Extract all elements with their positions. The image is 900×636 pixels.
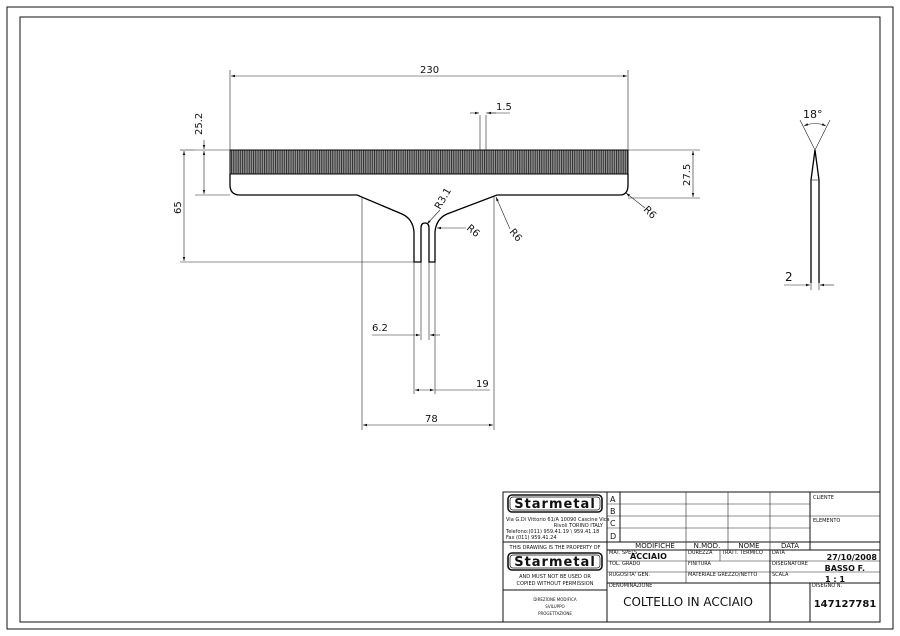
dim-total-height: 65 <box>173 149 414 263</box>
dim-label-total-height: 65 <box>173 201 184 214</box>
label-scale: SCALA <box>772 572 789 578</box>
address-line-3: Telefono:(011) 959.41.19 \ 959.41.18 <box>505 529 599 535</box>
value-material: ACCIAIO <box>630 552 667 561</box>
value-date: 27/10/2008 <box>827 553 878 562</box>
label-elements: ELEMENTO <box>813 518 840 524</box>
dim-label-tooth-pitch: 1.5 <box>496 102 512 113</box>
blade-outline <box>229 174 629 263</box>
label-finish: FINITURA <box>688 561 712 567</box>
company-logo-bottom: Starmetal <box>507 552 603 571</box>
dim-label-base-width: 78 <box>425 414 438 425</box>
title-block: Starmetal Via G.Di Vittorio 61/A 10090 C… <box>502 491 881 623</box>
label-client: CLIENTE <box>813 495 834 501</box>
address-line-2: Rivoli TORINO ITALY <box>554 523 604 529</box>
rev-letter-c: C <box>610 519 616 528</box>
header-data: DATA <box>781 542 799 550</box>
dim-label-teeth-height: 25.2 <box>194 113 205 135</box>
label-date: DATA <box>772 550 785 556</box>
svg-text:Starmetal: Starmetal <box>514 497 596 512</box>
label-drawing-no: DISEGNO N. <box>812 583 843 589</box>
dim-teeth-height: 25.2 <box>194 113 230 196</box>
rev-letter-d: D <box>610 532 616 541</box>
dim-base-width: 78 <box>361 197 495 430</box>
label-radius-right: R6 <box>507 227 524 244</box>
dim-tooth-pitch: 1.5 <box>470 102 512 150</box>
outer-border <box>6 6 894 630</box>
header-nmod: N.MOD. <box>694 542 721 550</box>
permission-notice-1: AND MUST NOT BE USED OR <box>519 574 591 580</box>
department-2: SVILUPPO <box>545 604 564 609</box>
label-hardening: DUREZZA <box>688 550 713 556</box>
part-name: COLTELLO IN ACCIAIO <box>623 595 753 609</box>
label-tolerance: TOL. GRADO <box>608 561 640 567</box>
dim-label-overall-width: 230 <box>420 65 439 76</box>
inner-border <box>19 16 881 623</box>
dim-label-tang-width: 19 <box>476 379 489 390</box>
label-treatment: TRATT. TERMICO <box>721 550 763 556</box>
dim-slot-width: 6.2 <box>372 262 440 340</box>
company-logo-top: Starmetal <box>507 494 603 513</box>
address-line-1: Via G.Di Vittorio 61/A 10090 Cascine Vic… <box>506 517 610 523</box>
label-draftsman: DISEGNATORE <box>772 561 808 567</box>
value-scale: 1 : 1 <box>825 575 845 584</box>
label-radius-left: R6 <box>464 223 481 240</box>
permission-notice-2: COPIED WITHOUT PERMISSION <box>517 581 594 587</box>
label-material: MAT. SPELS <box>609 550 637 556</box>
svg-text:Starmetal: Starmetal <box>514 555 596 570</box>
knife-front-view <box>229 149 629 263</box>
dim-overall-width: 230 <box>229 65 629 150</box>
header-modifiche: MODIFICHE <box>635 542 675 550</box>
address-line-4: Fax (011) 959.41.24 <box>506 535 557 541</box>
teeth-band <box>229 149 629 175</box>
department-3: PROGETTAZIONE <box>538 611 572 616</box>
dim-label-blade-height: 27.5 <box>682 164 693 186</box>
label-bevel-angle: 18° <box>803 108 823 121</box>
department-1: DIREZIONE MODIFICA <box>533 597 577 602</box>
drawing-number: 147127781 <box>814 599 877 610</box>
dim-tang-width: 19 <box>413 262 490 394</box>
dim-blade-height: 27.5 <box>628 149 700 199</box>
header-nome: NOME <box>738 542 759 550</box>
rev-letter-b: B <box>610 507 616 516</box>
value-draftsman: BASSO F. <box>825 564 865 573</box>
label-designation: DENOMINAZIONE <box>609 583 652 589</box>
side-profile <box>810 149 820 283</box>
knife-side-view: 18° 2 <box>784 108 834 290</box>
label-material-supplied: MATERIALE GREZZO/NETTO <box>688 572 757 578</box>
label-radius-slot: R3.1 <box>433 186 454 211</box>
dim-label-thickness: 2 <box>785 270 793 284</box>
label-surface: RUGOSITA' GEN. <box>609 572 650 578</box>
property-notice: THIS DRAWING IS THE PROPERTY OF <box>509 545 601 551</box>
rev-letter-a: A <box>610 495 616 504</box>
dim-label-slot-width: 6.2 <box>372 323 388 334</box>
